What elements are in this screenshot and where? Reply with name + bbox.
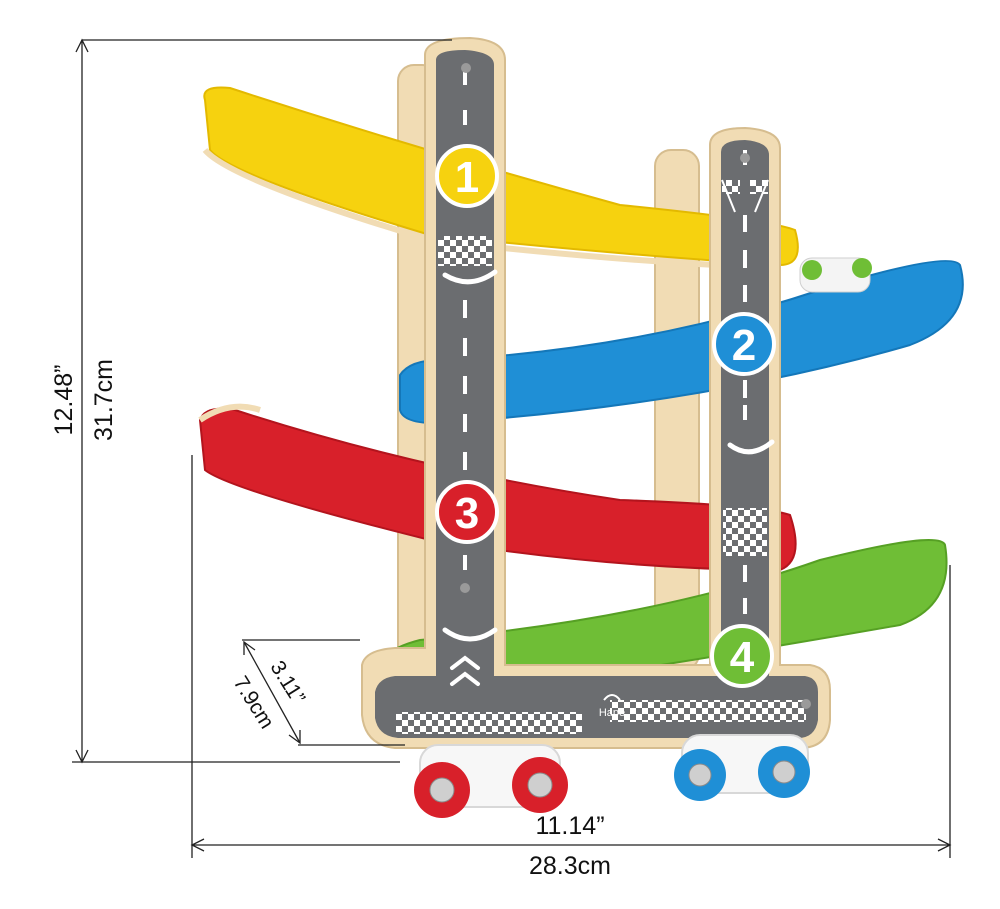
badge-1-label: 1 bbox=[455, 153, 479, 202]
depth-cm-label: 7.9cm bbox=[229, 672, 279, 733]
badge-4-label: 4 bbox=[730, 633, 755, 682]
badge-3: 3 bbox=[435, 480, 499, 544]
ramp-blue bbox=[399, 259, 964, 425]
checkered-flags-icon bbox=[721, 179, 769, 213]
height-inches-label: 12.48” bbox=[50, 365, 78, 436]
red-car bbox=[414, 744, 568, 818]
height-cm-label: 31.7cm bbox=[90, 359, 118, 441]
width-dimension bbox=[190, 455, 952, 858]
blue-car bbox=[674, 734, 810, 801]
width-inches-label: 11.14” bbox=[535, 812, 604, 840]
badge-4: 4 bbox=[710, 624, 774, 688]
badge-2-label: 2 bbox=[732, 321, 756, 370]
front-board bbox=[361, 36, 831, 749]
badge-3-label: 3 bbox=[455, 489, 479, 538]
badge-1: 1 bbox=[435, 144, 499, 208]
hape-logo: Hape bbox=[599, 694, 625, 719]
depth-inches-label: 3.11” bbox=[265, 657, 309, 708]
width-cm-label: 28.3cm bbox=[529, 852, 611, 880]
height-dimension bbox=[72, 38, 452, 764]
depth-dimension bbox=[242, 639, 405, 746]
brand-label: Hape bbox=[599, 707, 625, 719]
green-car bbox=[799, 257, 872, 293]
badge-2: 2 bbox=[712, 312, 776, 376]
